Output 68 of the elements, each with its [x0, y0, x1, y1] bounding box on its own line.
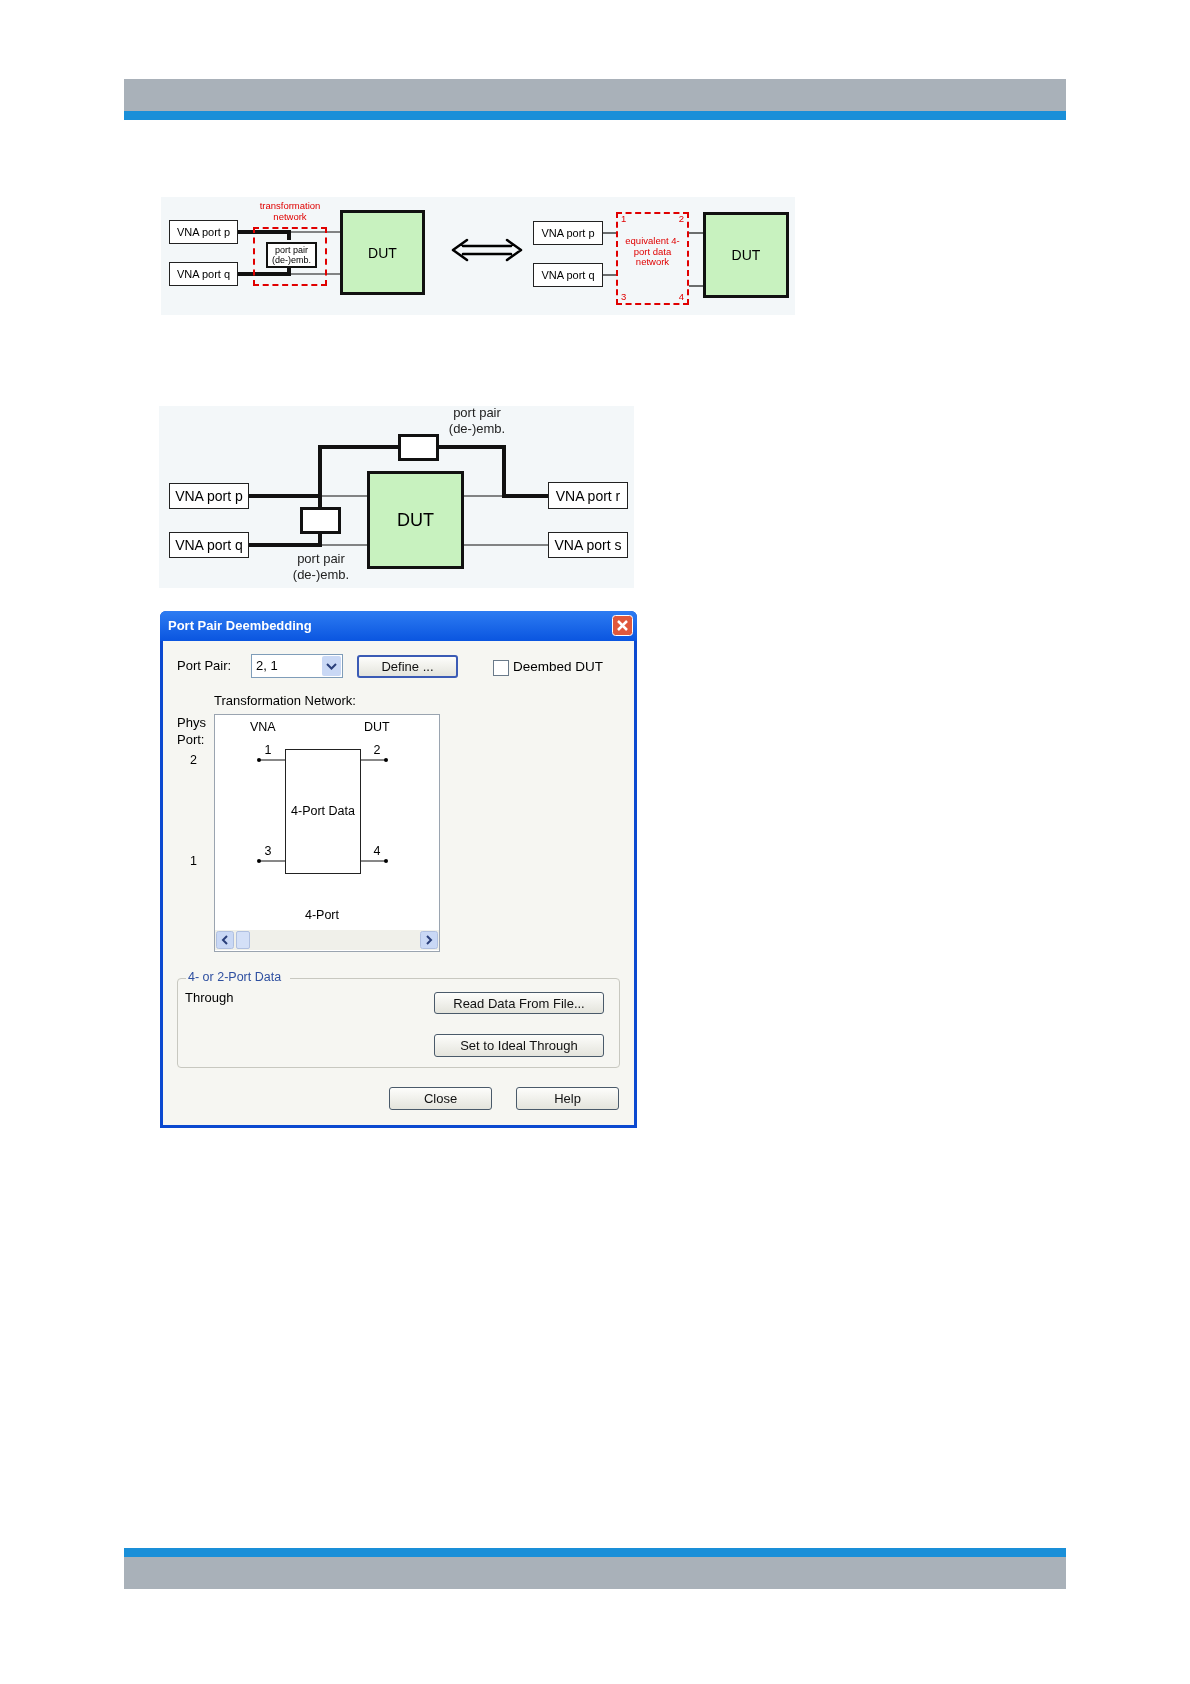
- box-label: VNA port p: [540, 227, 596, 239]
- port-box: [169, 532, 249, 558]
- connector-line: [688, 285, 704, 287]
- box-label: VNA port r: [554, 488, 622, 503]
- read-file-button: Read Data From File...: [434, 992, 604, 1014]
- port-box: [533, 263, 603, 287]
- connector-line: [249, 494, 322, 507]
- connector-line: [257, 758, 286, 762]
- network-box: [616, 212, 689, 305]
- close-button: Close: [389, 1087, 492, 1110]
- connector-line: [688, 232, 704, 234]
- data-block-box: [285, 749, 361, 874]
- connector-line: [238, 266, 291, 276]
- port-number: 1: [621, 214, 627, 225]
- define-button: Define ...: [357, 655, 458, 678]
- column-header: VNA: [250, 720, 277, 736]
- row-header: Phys Port:: [177, 714, 207, 748]
- port-box: [548, 482, 628, 509]
- dialog-title: Port Pair Deembedding: [168, 617, 313, 635]
- de-embedding-box: [266, 242, 317, 268]
- port-number: 4: [678, 291, 684, 302]
- connector-line: [360, 758, 388, 762]
- network-label: equivalent 4-port data network: [624, 236, 681, 268]
- port-number: 3: [621, 291, 627, 302]
- section-label: Transformation Network:: [214, 693, 357, 710]
- checkbox-label: Deembed DUT: [513, 659, 605, 676]
- dut-box: [367, 471, 464, 569]
- column-header: DUT: [364, 720, 391, 736]
- de-embedding-box: [398, 434, 439, 461]
- box-label: VNA port p: [174, 488, 244, 504]
- box-label: VNA port s: [553, 537, 623, 553]
- box-label: DUT: [730, 247, 762, 263]
- box-label: 4-Port Data: [290, 804, 356, 819]
- field-label: Port Pair:: [177, 658, 233, 675]
- port-box: [533, 221, 603, 245]
- dropdown: 2, 1: [251, 654, 343, 678]
- diagram-caption: 4-Port: [303, 908, 340, 924]
- connector-line: [463, 544, 549, 546]
- port-box: [169, 220, 238, 244]
- connector-line: [602, 274, 617, 276]
- box-label: VNA port q: [174, 537, 244, 553]
- box-label: VNA port q: [540, 269, 596, 281]
- ideal-through-button: Set to Ideal Through: [434, 1034, 604, 1057]
- connector-line: [249, 534, 322, 547]
- box-label: VNA port p: [175, 226, 232, 238]
- connector-line: [238, 230, 291, 240]
- port-number: 2: [678, 214, 684, 225]
- box-label: port pair (de-)emb.: [271, 245, 312, 265]
- dut-box: [703, 212, 789, 298]
- box-label: VNA port q: [175, 268, 232, 280]
- port-number: 2: [190, 753, 198, 769]
- network-title: transformation network: [258, 201, 322, 222]
- box-label: DUT: [396, 510, 435, 530]
- connector-line: [360, 859, 388, 863]
- connector-line: [439, 445, 548, 498]
- de-embedding-box: [300, 507, 341, 534]
- connector-line: [602, 232, 617, 234]
- port-box: [169, 483, 249, 509]
- port-box: [548, 532, 628, 558]
- port-number: 1: [190, 854, 198, 870]
- dut-box: [340, 210, 425, 295]
- port-box: [169, 262, 238, 286]
- box-caption: port pair (de-)emb.: [447, 405, 507, 437]
- status-text: Through: [185, 990, 235, 1007]
- box-caption: port pair (de-)emb.: [291, 551, 351, 584]
- box-label: DUT: [367, 245, 398, 260]
- help-button: Help: [516, 1087, 619, 1110]
- connector-line: [257, 859, 286, 863]
